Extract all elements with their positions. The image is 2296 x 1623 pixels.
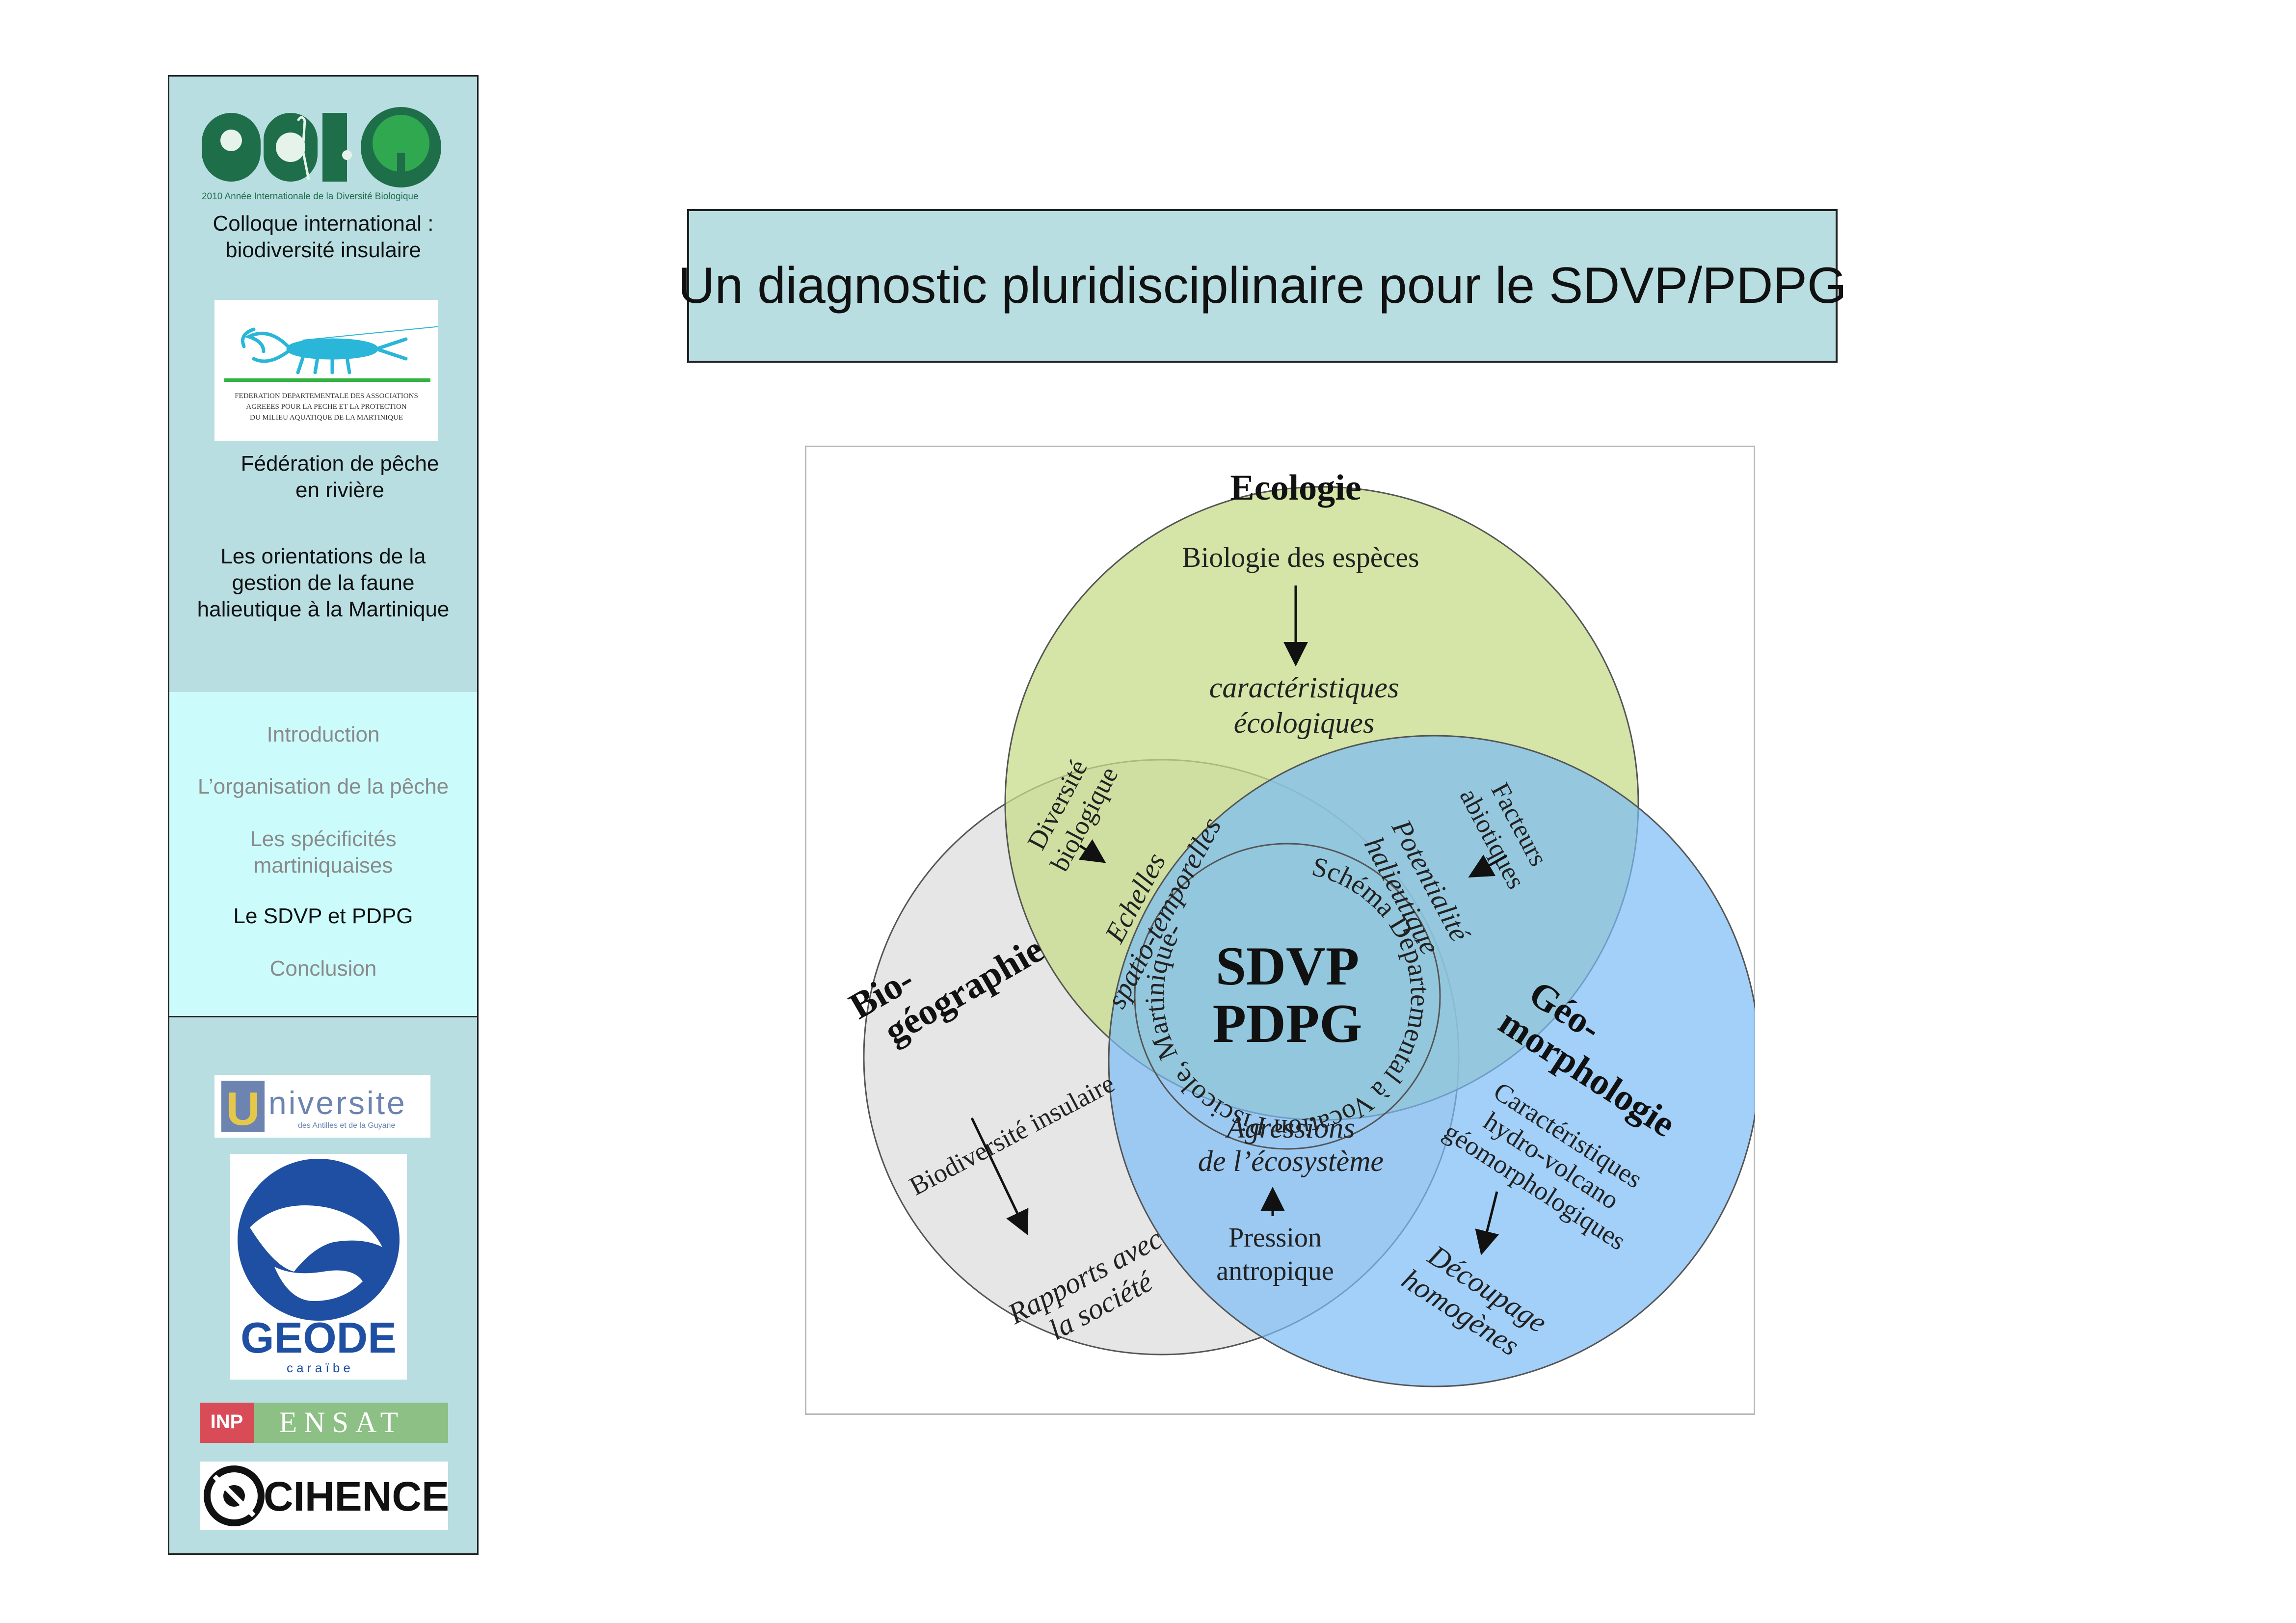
crayfish-icon xyxy=(241,326,438,374)
universite-word: niversite xyxy=(268,1085,407,1121)
sidebar-header-panel: 2010 Année Internationale de la Diversit… xyxy=(168,75,479,695)
ecologie-item-1: Biologie des espèces xyxy=(1182,541,1419,573)
cihence-logo: CIHENCE xyxy=(200,1462,448,1530)
sidebar-nav: Introduction L’organisation de la pêche … xyxy=(168,692,479,1017)
universite-u-box xyxy=(221,1081,265,1132)
nav-item-conclusion[interactable]: Conclusion xyxy=(269,957,377,981)
geode-name: GEODE xyxy=(240,1313,397,1362)
slide-title: Un diagnostic pluridisciplinaire pour le… xyxy=(678,257,1847,314)
federation-peche-logo: FEDERATION DEPARTEMENTALE DES ASSOCIATIO… xyxy=(214,300,438,441)
eco-bio-arrow xyxy=(1078,839,1106,863)
universite-letter: U xyxy=(226,1083,260,1135)
geode-caraibe-logo: GEODE c a r a ï b e xyxy=(230,1154,407,1380)
ecologie-title: Ecologie xyxy=(1230,468,1361,508)
logo-2010-digits xyxy=(202,107,441,187)
universite-subtext: des Antilles et de la Guyane xyxy=(298,1121,395,1130)
bio-geo-item-1-line-2: de l’écosystème xyxy=(1198,1145,1384,1177)
nav-item-specificites-line-1: Les spécificités xyxy=(250,827,397,851)
bio-geo-item-2-line-2: antropique xyxy=(1216,1256,1334,1286)
colloque-line-2: biodiversité insulaire xyxy=(225,238,421,262)
subtitle-line-1: Les orientations de la xyxy=(220,544,426,568)
inp-ensat-logo: INP ENSAT xyxy=(200,1403,448,1443)
biodiversity-2010-logo: 2010 Année Internationale de la Diversit… xyxy=(202,107,441,202)
nav-item-sdvp-pdpg[interactable]: Le SDVP et PDPG xyxy=(233,904,413,928)
venn-diagram: Ecologie Biologie des espèces caractéris… xyxy=(843,468,1755,1387)
sidebar-partners-panel: U niversite des Antilles et de la Guyane… xyxy=(168,1016,479,1555)
center-sdvp: SDVP xyxy=(1216,936,1359,997)
biogeographie-arrow xyxy=(970,1117,1029,1236)
cihence-name: CIHENCE xyxy=(264,1473,448,1519)
sidebar: 2010 Année Internationale de la Diversit… xyxy=(168,75,479,1555)
inp-text: INP xyxy=(211,1411,243,1433)
federation-label-line-2: en rivière xyxy=(295,478,384,502)
slide-title-box: Un diagnostic pluridisciplinaire pour le… xyxy=(678,209,1847,363)
center-pdpg: PDPG xyxy=(1213,993,1362,1054)
bio-geo-item-1-line-1: Agressions xyxy=(1225,1112,1355,1144)
cihence-emblem-icon xyxy=(204,1465,265,1526)
nav-item-specificites[interactable]: Les spécificités martiniquaises xyxy=(169,826,477,879)
geomorphologie-arrow xyxy=(1475,1191,1499,1255)
federation-logo-line-3: DU MILIEU AQUATIQUE DE LA MARTINIQUE xyxy=(250,414,403,422)
universite-antilles-logo: U niversite des Antilles et de la Guyane xyxy=(214,1075,430,1138)
ecologie-item-2-line-1: caractéristiques xyxy=(1209,671,1399,704)
subtitle-line-2: gestion de la faune xyxy=(232,571,415,595)
subtitle-line-3: halieutique à la Martinique xyxy=(197,597,450,621)
eco-geo-arrow xyxy=(1468,854,1508,878)
bio-geo-item-2-line-1: Pression xyxy=(1228,1223,1322,1253)
nav-item-specificites-line-2: martiniquaises xyxy=(253,853,393,878)
nav-item-introduction[interactable]: Introduction xyxy=(267,722,380,746)
nav-item-organisation[interactable]: L’organisation de la pêche xyxy=(197,774,449,798)
logo-2010-caption: 2010 Année Internationale de la Diversit… xyxy=(202,191,419,202)
ensat-text: ENSAT xyxy=(279,1406,405,1438)
circle-center xyxy=(1134,843,1441,1150)
federation-logo-line-1: FEDERATION DEPARTEMENTALE DES ASSOCIATIO… xyxy=(235,392,418,400)
federation-green-bar xyxy=(224,378,430,382)
circle-geomorphologie xyxy=(1108,735,1755,1387)
ecologie-item-2-line-2: écologiques xyxy=(1234,707,1375,739)
federation-label-line-1: Fédération de pêche xyxy=(240,452,439,476)
colloque-line-1: Colloque international : xyxy=(213,212,434,236)
federation-logo-line-2: AGREEES POUR LA PECHE ET LA PROTECTION xyxy=(246,403,406,411)
geode-subtext: c a r a ï b e xyxy=(287,1360,350,1375)
